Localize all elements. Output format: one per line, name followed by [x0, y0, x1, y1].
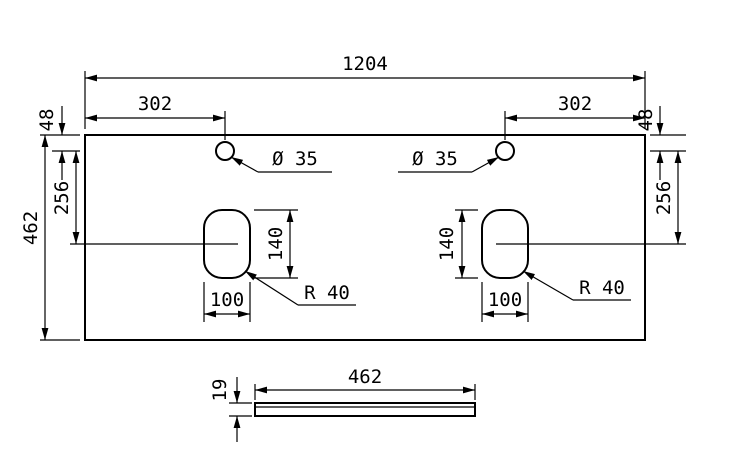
- top-view: 1204 302 302 462 48: [20, 53, 686, 341]
- dim-cutout-width-left-label: 100: [210, 289, 244, 311]
- dim-hole-top-offset-right: 48: [635, 106, 664, 180]
- dim-profile-depth-label: 462: [348, 366, 382, 388]
- dim-hole-to-cutout-right: 256: [653, 151, 682, 244]
- dim-hole-top-offset-left-label: 48: [36, 109, 58, 132]
- faucet-hole-left: [215, 141, 235, 161]
- dim-profile-depth: 462: [254, 366, 476, 400]
- dim-cutout-height-left-label: 140: [265, 227, 287, 261]
- dim-cutout-radius-right: R 40: [522, 270, 631, 301]
- dim-hole-diameter-right-label: Ø 35: [412, 148, 458, 170]
- dim-cutout-width-left: 100: [203, 282, 251, 322]
- dim-hole-top-offset-left: 48: [36, 106, 66, 180]
- leader-line: [230, 156, 259, 173]
- dim-hole-top-offset-right-label: 48: [635, 109, 657, 132]
- dim-cutout-radius-left: R 40: [244, 270, 356, 306]
- dim-hole-offset-right: 302: [504, 93, 645, 140]
- leader-line: [471, 156, 500, 173]
- panel-outline: [84, 134, 646, 341]
- dim-overall-depth: 462: [20, 135, 49, 340]
- dim-overall-width-label: 1204: [342, 53, 388, 75]
- dim-hole-to-cutout-left-label: 256: [51, 181, 73, 215]
- dim-profile-thickness: 19: [209, 377, 252, 442]
- dim-hole-diameter-right: Ø 35: [398, 148, 500, 173]
- dim-hole-offset-left: 302: [85, 93, 226, 140]
- leader-line: [522, 270, 574, 301]
- dim-profile-thickness-label: 19: [209, 379, 231, 402]
- dim-cutout-width-right-label: 100: [488, 289, 522, 311]
- panel-profile-outline: [254, 402, 476, 417]
- dim-cutout-radius-left-label: R 40: [304, 282, 350, 304]
- dim-hole-to-cutout-left: 256: [51, 151, 80, 244]
- left-extension-lines: [40, 134, 238, 341]
- dim-hole-offset-left-label: 302: [138, 93, 172, 115]
- dim-cutout-width-right: 100: [481, 282, 529, 322]
- side-view: 462 19: [209, 366, 476, 442]
- dim-cutout-height-left: 140: [254, 209, 298, 279]
- dim-cutout-height-right-label: 140: [436, 227, 458, 261]
- leader-line: [244, 270, 299, 306]
- dim-hole-diameter-left: Ø 35: [230, 148, 332, 173]
- faucet-hole-right: [495, 141, 515, 161]
- dim-cutout-height-right: 140: [436, 209, 478, 279]
- dim-hole-to-cutout-right-label: 256: [653, 181, 675, 215]
- dim-cutout-radius-right-label: R 40: [579, 277, 625, 299]
- dim-hole-diameter-left-label: Ø 35: [272, 148, 318, 170]
- dim-hole-offset-right-label: 302: [558, 93, 592, 115]
- dim-overall-depth-label: 462: [20, 211, 42, 245]
